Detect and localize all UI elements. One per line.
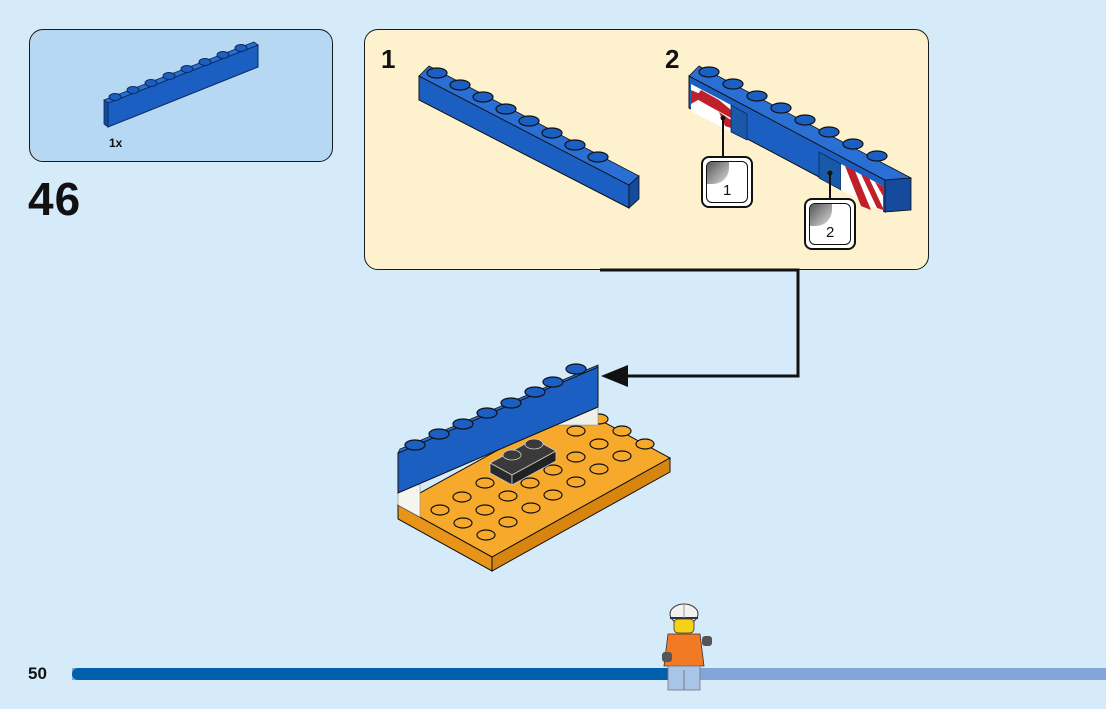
sub-assembly-panel: 1 2 — [364, 29, 929, 270]
sticker-right — [818, 151, 883, 212]
sub-step-1-label: 1 — [381, 44, 396, 74]
step-number: 46 — [28, 173, 82, 225]
sticker-sheet-icon — [810, 204, 832, 226]
sticker-callout-1-number: 1 — [723, 182, 732, 199]
sub-step-2-brick — [688, 65, 913, 213]
part-quantity: 1x — [109, 136, 123, 150]
sticker-callout-1: 1 — [701, 156, 753, 208]
plate-studs — [430, 413, 655, 541]
arrow-head-icon — [601, 365, 628, 387]
parts-list-box: 1x — [29, 29, 333, 162]
blue-1x8-brick-part — [103, 41, 259, 128]
sticker-callout-2-number: 2 — [826, 224, 835, 241]
sticker-callout-2: 2 — [804, 198, 856, 250]
sub-step-2-label: 2 — [665, 44, 680, 74]
sticker-sheet-icon — [707, 162, 729, 184]
sub-step-1-brick — [418, 65, 640, 209]
model-assembly — [396, 363, 672, 572]
page-number: 50 — [28, 664, 47, 683]
progress-bar — [72, 668, 1106, 680]
minifigure-construction-worker-icon — [662, 603, 712, 691]
progress-bar-fill — [72, 668, 683, 680]
